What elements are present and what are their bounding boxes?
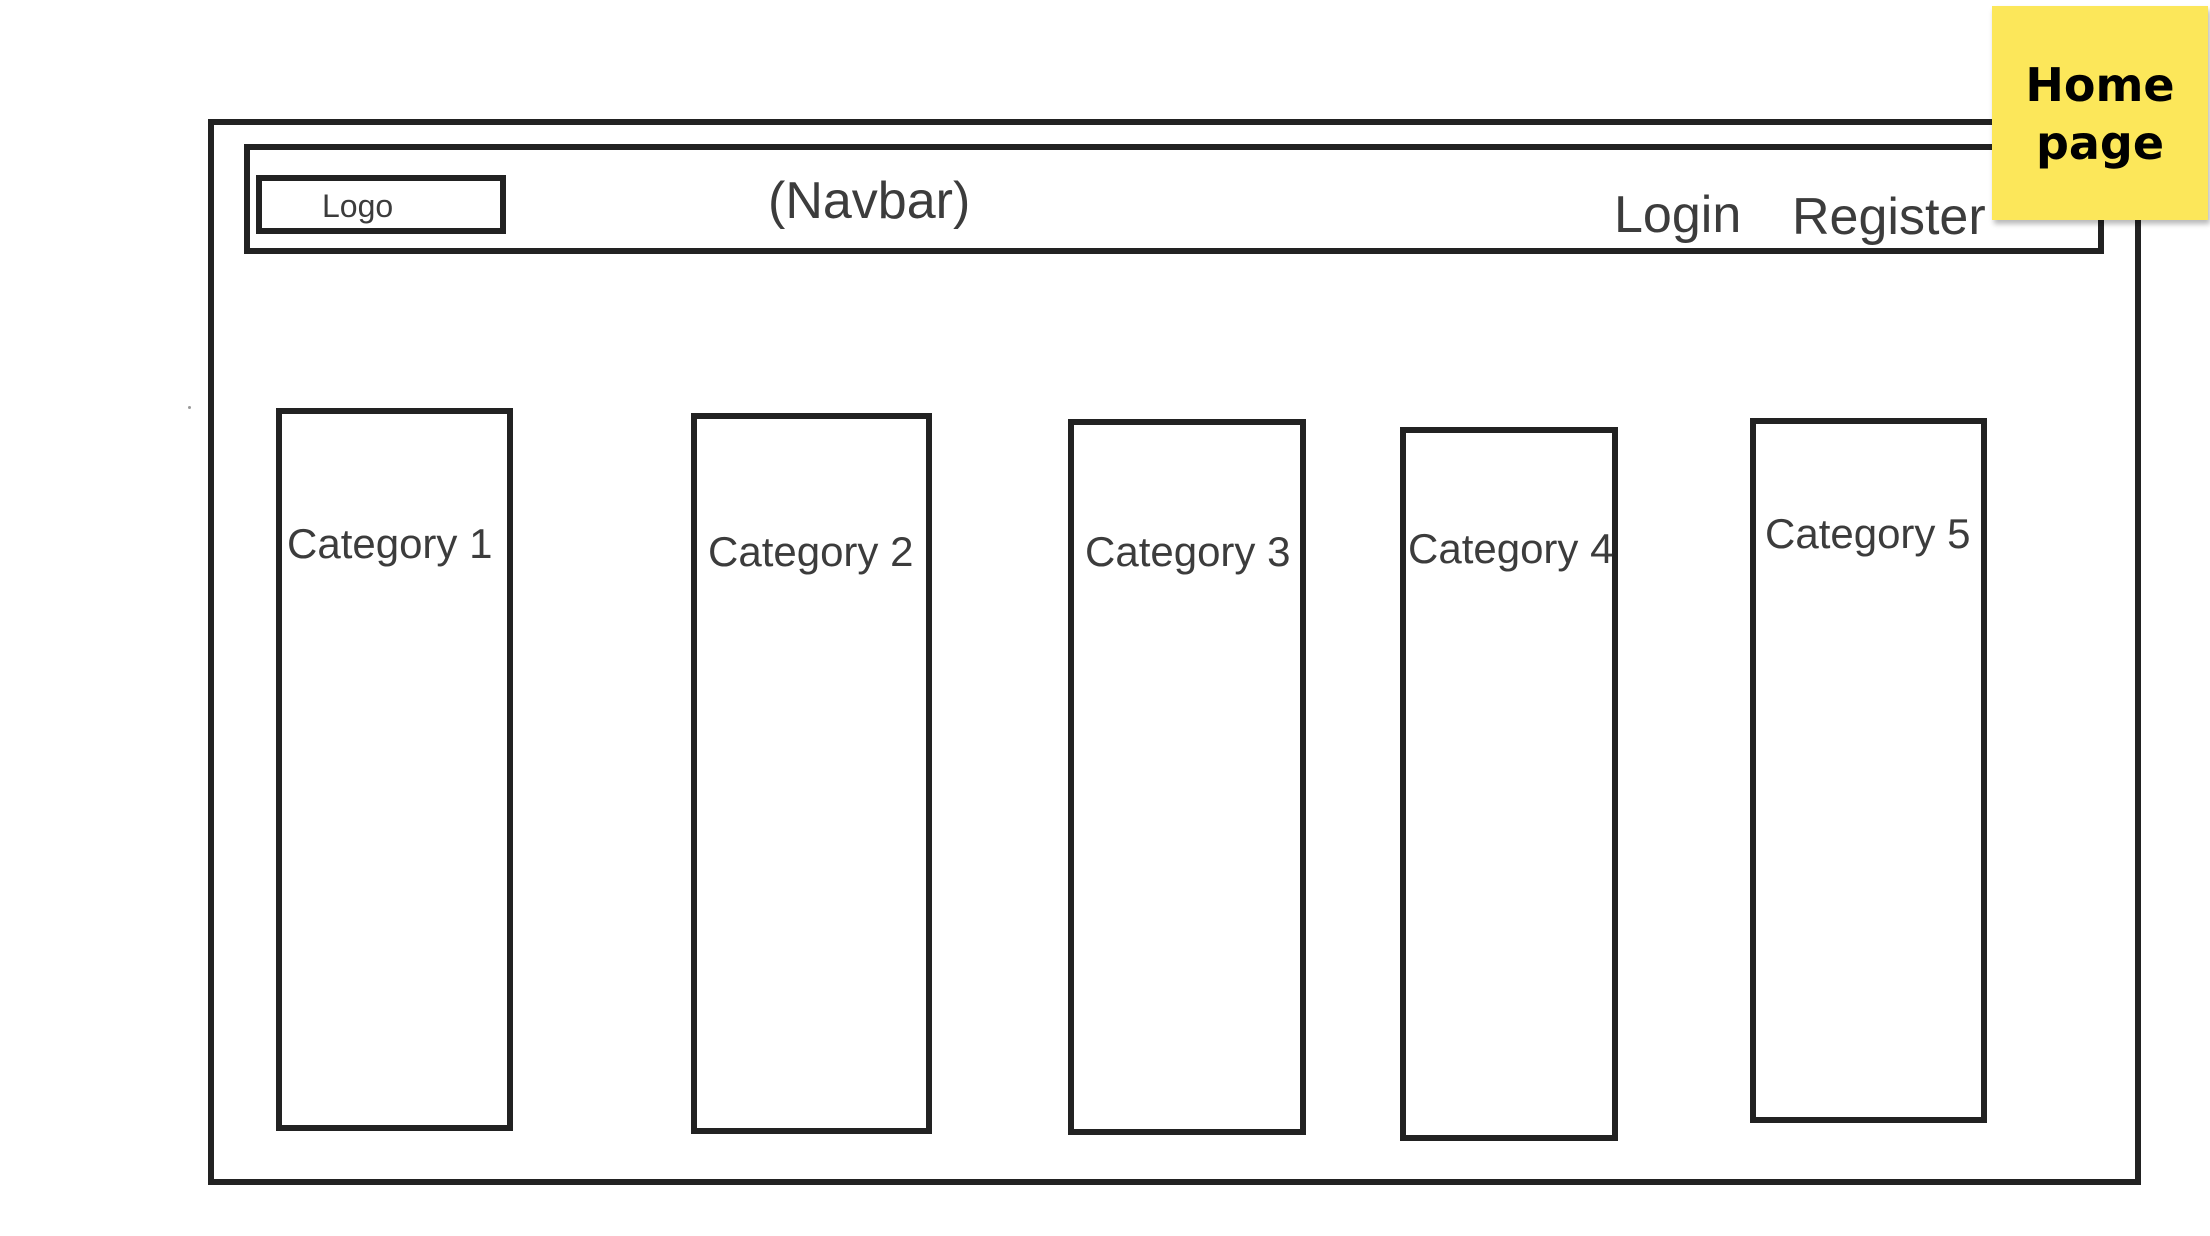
category-card-5[interactable]: [1750, 418, 1987, 1123]
category-label-2: Category 2: [708, 528, 914, 575]
category-label-3: Category 3: [1085, 528, 1291, 575]
sticky-note: Home page: [1992, 6, 2208, 220]
category-card-4[interactable]: [1400, 427, 1618, 1141]
category-label-1: Category 1: [287, 520, 493, 567]
stray-dot: [188, 406, 191, 409]
category-card-3[interactable]: [1068, 419, 1306, 1135]
category-label-5: Category 5: [1765, 510, 1971, 557]
page-frame: [208, 119, 2141, 1185]
category-card-2[interactable]: [691, 413, 932, 1134]
logo-label: Logo: [322, 188, 394, 224]
sticky-note-line-1: Home: [2025, 58, 2175, 112]
sticky-note-text: Home page: [1992, 56, 2208, 172]
category-label-4: Category 4: [1408, 525, 1614, 572]
logo-box[interactable]: [256, 175, 506, 234]
navbar-title: (Navbar): [768, 172, 971, 230]
register-link[interactable]: Register: [1792, 188, 1986, 246]
login-link[interactable]: Login: [1614, 186, 1742, 244]
category-card-1[interactable]: [276, 408, 513, 1131]
sticky-note-line-2: page: [2035, 116, 2165, 170]
